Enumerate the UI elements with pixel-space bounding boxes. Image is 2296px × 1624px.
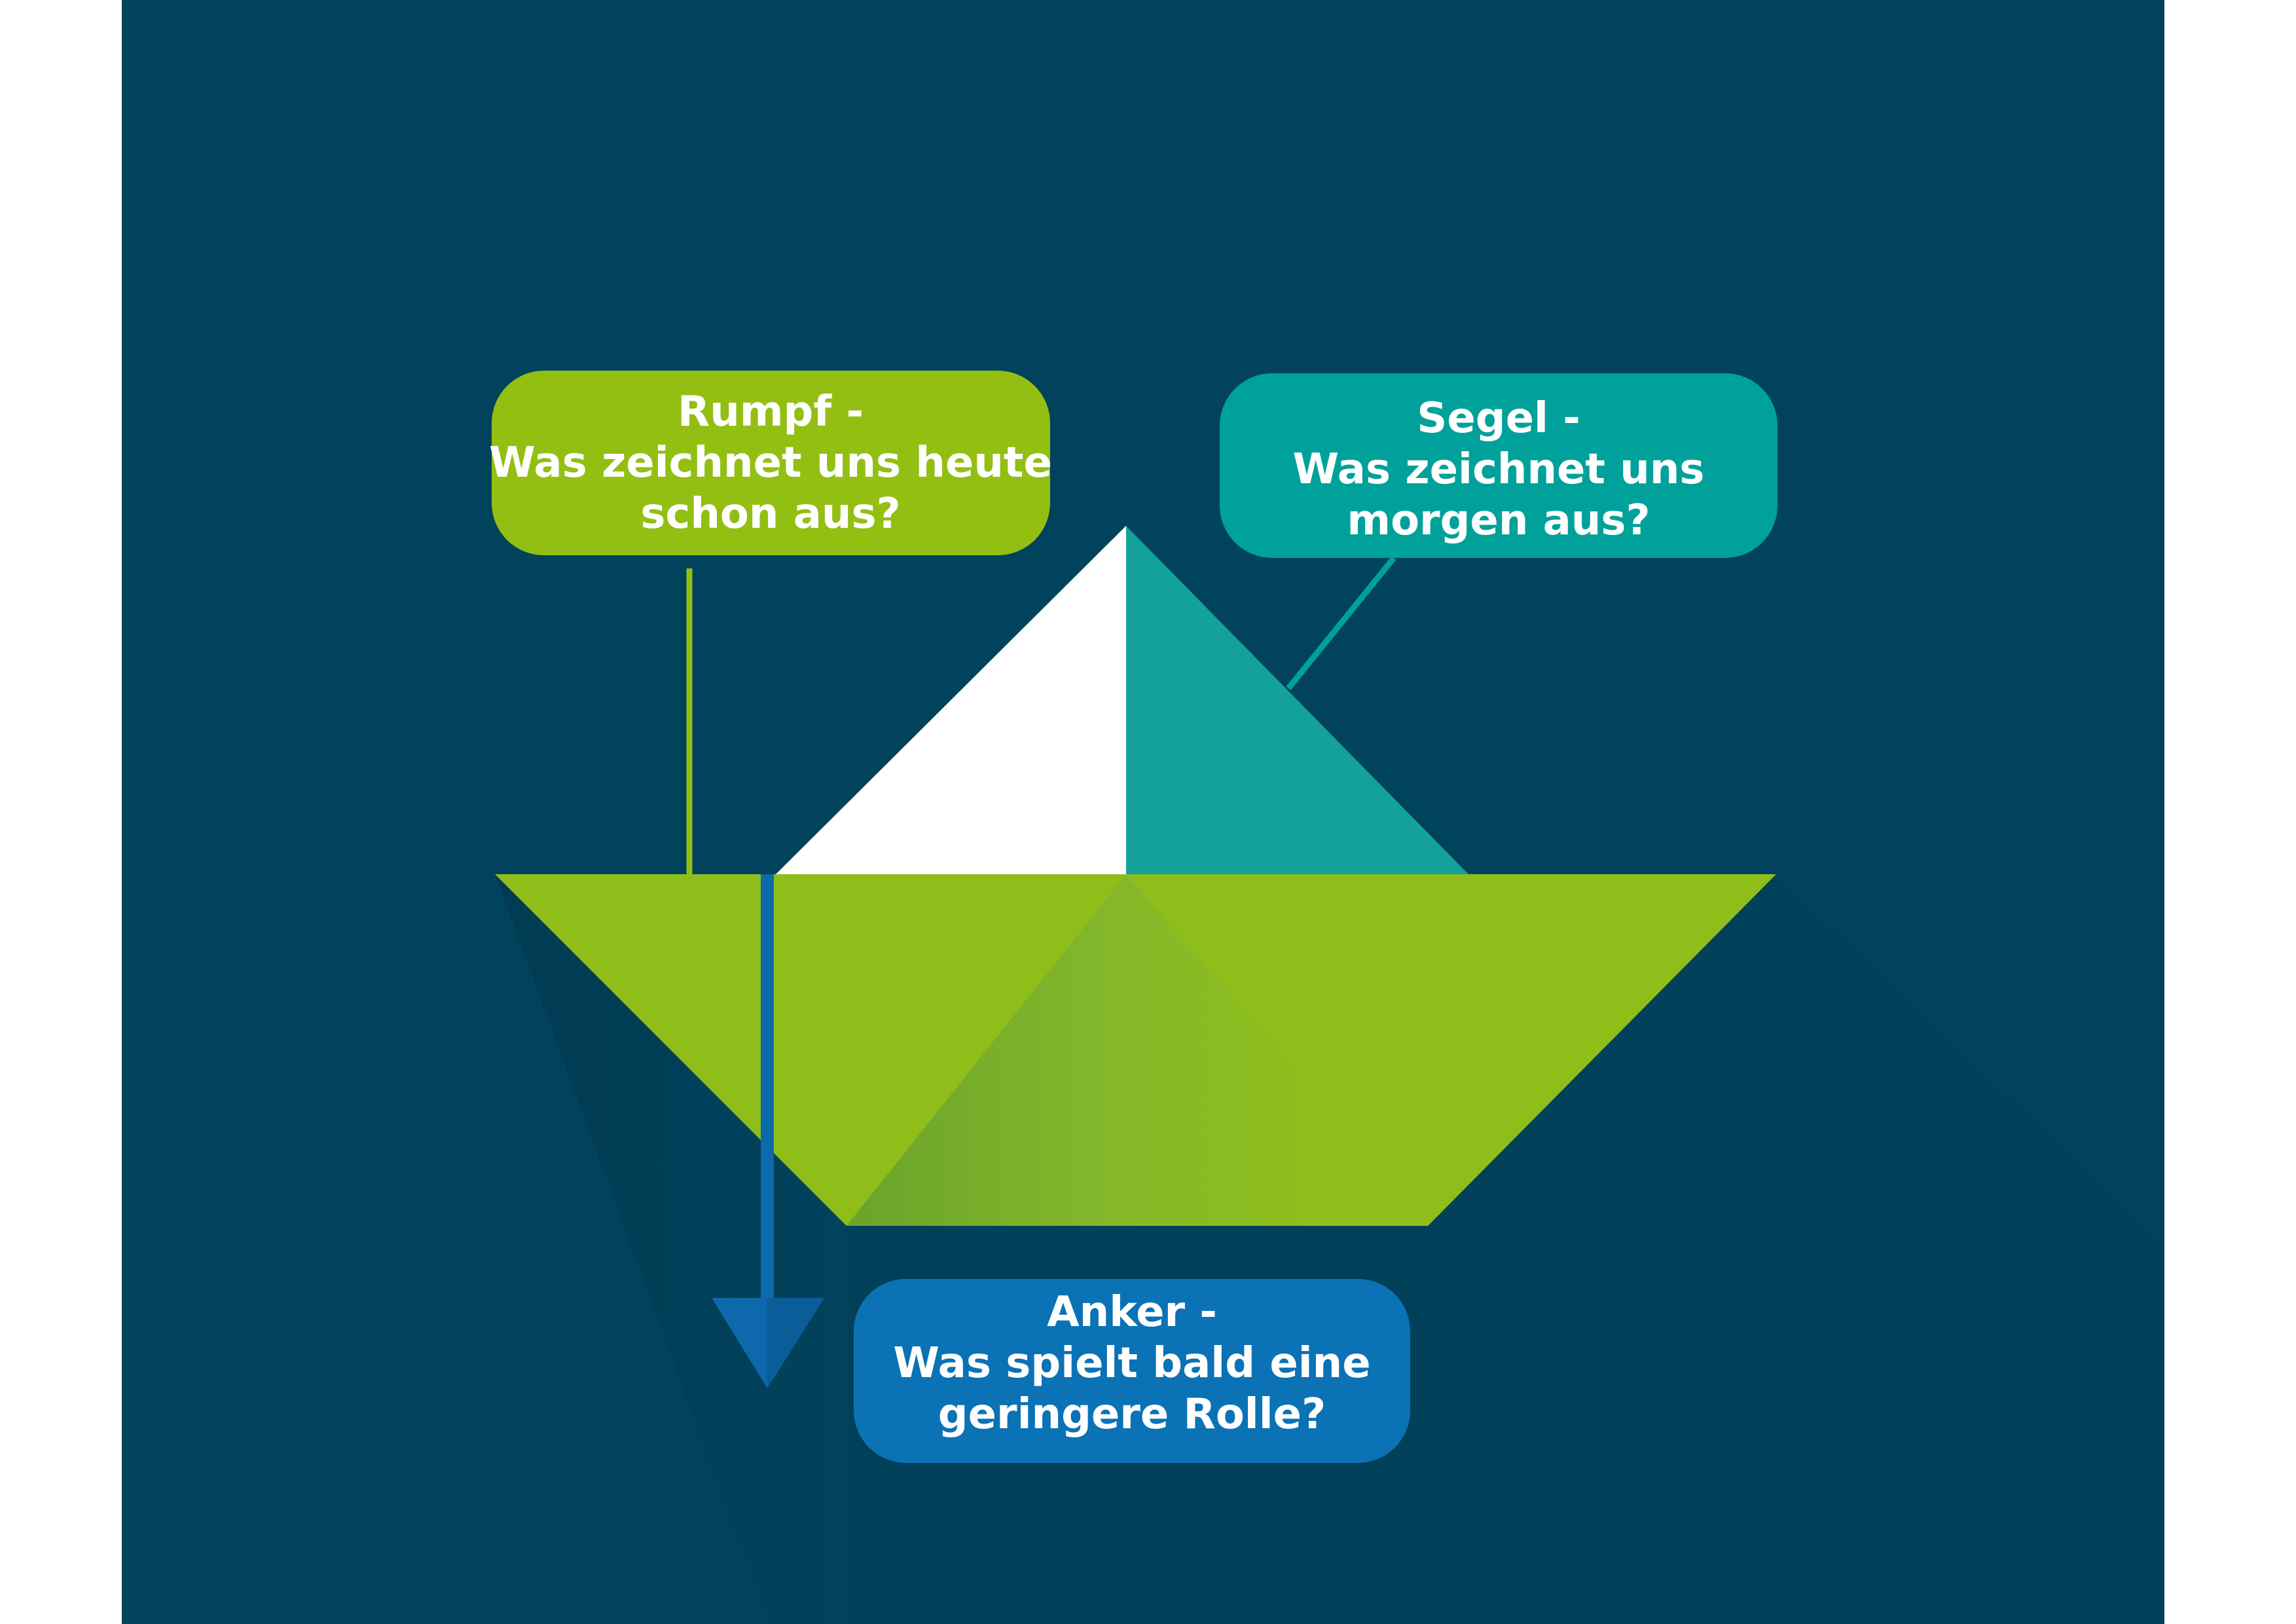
segel-question-line2: morgen aus?	[1347, 496, 1650, 545]
anchor-arrowhead-shade	[767, 1298, 824, 1388]
rumpf-question-line2: schon aus?	[640, 490, 900, 538]
hull-shadow-right	[1428, 874, 2164, 1624]
rumpf-title: Rumpf -	[678, 388, 864, 436]
anker-question-line1: Was spielt bald eine	[893, 1339, 1370, 1388]
anchor-line	[761, 874, 774, 1306]
rumpf-label: Rumpf - Was zeichnet uns heute schon aus…	[489, 371, 1052, 555]
anker-label: Anker - Was spielt bald eine geringere R…	[854, 1279, 1410, 1463]
hull-shadow	[495, 874, 847, 1624]
anker-question-line2: geringere Rolle?	[938, 1390, 1326, 1439]
segel-title: Segel -	[1417, 394, 1580, 443]
hull-inner-fold	[847, 874, 1329, 1226]
sail-left	[776, 526, 1126, 874]
rumpf-question-line1: Was zeichnet uns heute	[489, 439, 1052, 487]
sail-right	[1126, 526, 1468, 874]
segel-question-line1: Was zeichnet uns	[1292, 445, 1704, 494]
anker-title: Anker -	[1047, 1288, 1217, 1337]
segel-label: Segel - Was zeichnet uns morgen aus?	[1220, 373, 1777, 558]
segel-connector	[1286, 556, 1396, 690]
